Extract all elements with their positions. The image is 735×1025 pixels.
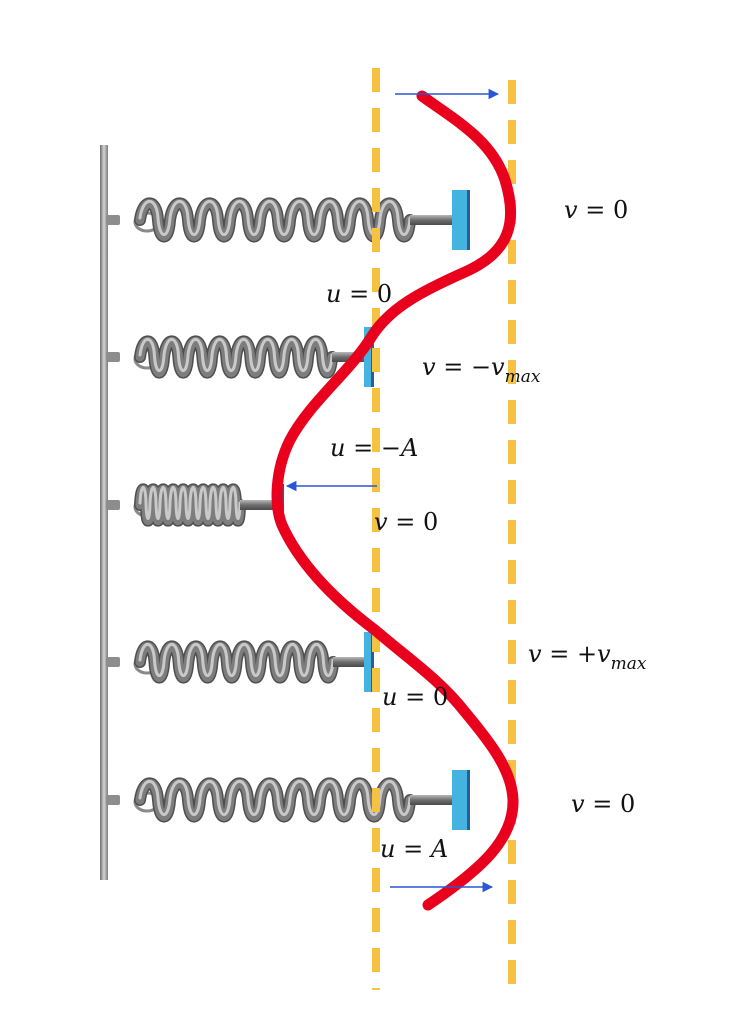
mass-block [452, 770, 470, 830]
label-v-minus-vmax: v = −vmax [422, 353, 541, 387]
spring-rod [410, 215, 452, 225]
label-v-bottom: v = 0 [571, 790, 635, 818]
wall-bracket [106, 795, 120, 805]
spring-5 [106, 770, 470, 830]
wall-bracket [106, 215, 120, 225]
spring-rod [333, 657, 364, 667]
wave-curve [271, 90, 519, 911]
label-u-a: u = A [380, 835, 448, 863]
label-v-plus-vmax: v = +vmax [528, 640, 647, 674]
spring-rod [410, 795, 452, 805]
wall [100, 145, 108, 880]
mass-block [364, 327, 374, 387]
spring-coil-highlight [138, 337, 334, 373]
wall-bracket [106, 352, 120, 362]
label-v-top: v = 0 [564, 196, 628, 224]
spring-4 [106, 632, 374, 692]
mass-block-edge [467, 770, 470, 830]
label-u-zero-upper: u = 0 [326, 280, 392, 308]
spring-3 [106, 483, 284, 527]
spring-coil-highlight [138, 199, 412, 237]
wall-bracket [106, 657, 120, 667]
mass-block [364, 632, 374, 692]
spring-1 [106, 190, 470, 250]
spring-2 [106, 327, 374, 387]
label-v-zero-middle: v = 0 [374, 508, 438, 536]
mass-block-edge [467, 190, 470, 250]
spring-coil-highlight [138, 485, 242, 521]
mass-block [452, 190, 470, 250]
label-u-zero-lower: u = 0 [382, 683, 448, 711]
wall-bracket [106, 500, 120, 510]
springs-group [106, 190, 470, 830]
spring-coil-highlight [138, 779, 412, 817]
spring-coil-highlight [138, 642, 335, 678]
spring-rod [240, 500, 278, 510]
mass-block-edge [371, 632, 374, 692]
spring-rod [332, 352, 364, 362]
label-u-minus-a: u = −A [330, 434, 418, 462]
